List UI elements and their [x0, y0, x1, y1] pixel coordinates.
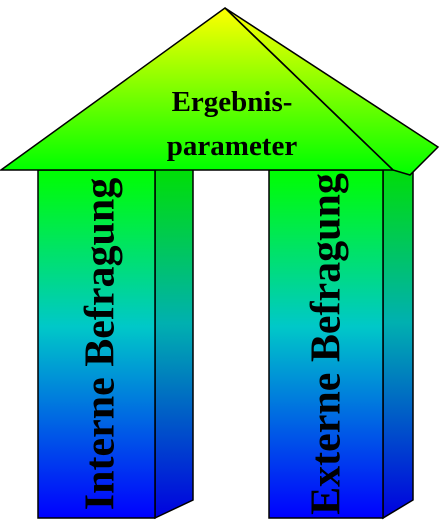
- roof: Ergebnis- parameter: [0, 7, 440, 176]
- left-pillar-front: [37, 169, 156, 519]
- right-pillar-label: Externe Befragung: [304, 173, 350, 515]
- right-pillar-side: [382, 161, 414, 520]
- right-pillar-front: [268, 169, 384, 519]
- roof-label-line1: Ergebnis-: [172, 86, 293, 118]
- left-pillar: Interne Befragung: [37, 164, 194, 520]
- left-pillar-label: Interne Befragung: [78, 178, 124, 510]
- right-pillar: Externe Befragung: [268, 161, 414, 520]
- left-pillar-side: [154, 164, 194, 520]
- roof-ridge: [224, 7, 394, 171]
- roof-label-line2: parameter: [167, 130, 298, 162]
